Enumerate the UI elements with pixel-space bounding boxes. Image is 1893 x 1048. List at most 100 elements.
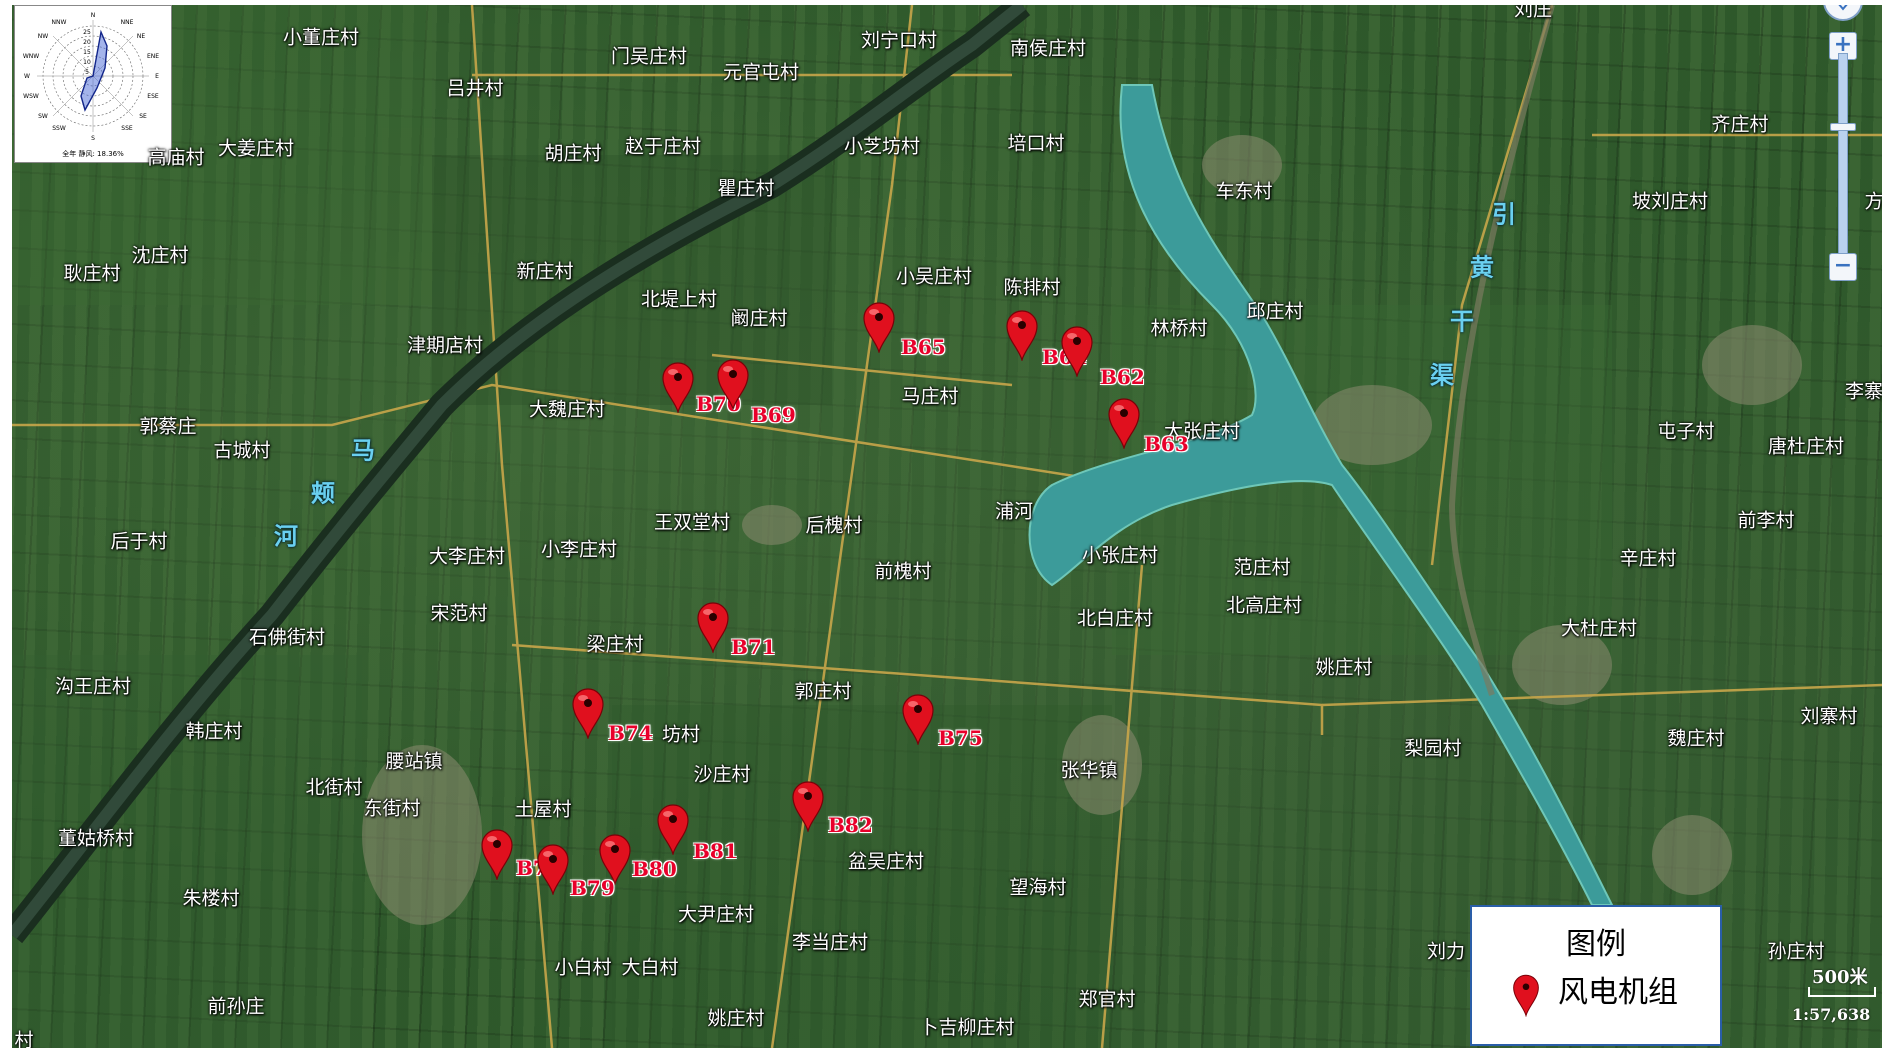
wind-rose-caption: 全年 静风: 18.36% — [62, 150, 124, 158]
place-label: 后于村 — [110, 530, 168, 553]
turbine-label: B75 — [938, 726, 983, 750]
turbine-label: B80 — [632, 857, 677, 881]
place-label: 东街村 — [363, 797, 421, 820]
place-label: 望海村 — [1009, 876, 1067, 899]
place-label: 前槐村 — [874, 560, 932, 583]
place-label: 元官屯村 — [722, 61, 800, 84]
place-label: 李当庄村 — [791, 931, 869, 954]
wind-turbine-marker-icon[interactable] — [1060, 325, 1094, 377]
wind-rose-graphic: N NNE NE ENE E ESE SE SSE S SSW SW WSW W… — [23, 12, 159, 142]
wind-turbine-marker-icon[interactable] — [480, 828, 514, 880]
place-label: 土屋村 — [514, 798, 572, 821]
place-label: 梨园村 — [1404, 737, 1462, 760]
rose-dir-wnw: WNW — [23, 53, 39, 60]
place-label: 大白村 — [621, 956, 679, 979]
rose-dir-ne: NE — [137, 33, 145, 40]
place-label: 小芝坊村 — [843, 135, 921, 158]
place-label: 大魏庄村 — [528, 398, 606, 421]
place-label: 宋范村 — [430, 602, 488, 625]
place-label: 津期店村 — [406, 334, 484, 357]
wind-turbine-marker-icon[interactable] — [1005, 309, 1039, 361]
rose-dir-nne: NNE — [121, 19, 134, 26]
rose-ring-15: 15 — [83, 49, 91, 56]
rose-ring-20: 20 — [83, 39, 91, 46]
place-label: 辛庄村 — [1619, 547, 1677, 570]
turbine-label: B81 — [693, 839, 738, 863]
wind-turbine-marker-icon[interactable] — [862, 301, 896, 353]
zoom-slider-track[interactable] — [1838, 53, 1848, 273]
wind-turbine-marker-icon[interactable] — [1107, 397, 1141, 449]
rose-dir-sw: SW — [38, 113, 48, 120]
turbine-label: B62 — [1100, 365, 1145, 389]
wind-turbine-marker-icon[interactable] — [536, 843, 570, 895]
rose-dir-nw: NW — [38, 33, 48, 40]
place-label: 王双堂村 — [653, 511, 731, 534]
place-label: 唐杜庄村 — [1767, 435, 1845, 458]
place-label: 郭庄村 — [794, 680, 852, 703]
rose-dir-sse: SSE — [121, 125, 133, 132]
place-label: 浦河 — [994, 500, 1034, 523]
rose-ring-5: 5 — [85, 69, 89, 76]
place-label: 齐庄村 — [1711, 113, 1769, 136]
map-scale: 500米 1:57,638 — [1792, 963, 1882, 1033]
place-label: 坡刘庄村 — [1631, 190, 1709, 213]
place-label: 门吴庄村 — [610, 45, 688, 68]
zoom-out-button[interactable]: − — [1829, 253, 1857, 281]
place-label: 朱楼村 — [182, 887, 240, 910]
place-label: 古城村 — [213, 439, 271, 462]
place-label: 前孙庄 — [207, 995, 265, 1018]
place-label: 胡庄村 — [544, 142, 602, 165]
place-label: 董姑桥村 — [57, 827, 135, 850]
wind-turbine-marker-icon[interactable] — [656, 803, 690, 855]
pan-control-icon[interactable] — [1818, 5, 1868, 21]
wind-turbine-marker-icon[interactable] — [716, 358, 750, 410]
rose-dir-ene: ENE — [147, 53, 159, 60]
rose-dir-e: E — [155, 73, 159, 80]
rose-ring-10: 10 — [83, 59, 91, 66]
place-label: 李寨 — [1844, 380, 1882, 403]
zoom-slider-handle[interactable] — [1830, 123, 1856, 131]
canal-label: 河 — [274, 522, 298, 551]
place-label: 马庄村 — [901, 385, 959, 408]
wind-turbine-marker-icon[interactable] — [598, 833, 632, 885]
place-label: 刘庄 — [1513, 5, 1553, 21]
place-label: 高庙村 — [147, 146, 205, 169]
place-label: 南侯庄村 — [1009, 37, 1087, 60]
place-label: 郑官村 — [1078, 988, 1136, 1011]
wind-turbine-marker-icon[interactable] — [791, 780, 825, 832]
place-label: 后槐村 — [805, 514, 863, 537]
place-label: 范庄村 — [1233, 556, 1291, 579]
map-legend: 图例 风电机组 — [1470, 905, 1722, 1046]
zoom-in-button[interactable]: + — [1829, 32, 1857, 60]
place-label: 沟王庄村 — [54, 675, 132, 698]
place-label: 卜吉柳庄村 — [919, 1016, 1015, 1039]
place-label: 瞿庄村 — [717, 177, 775, 200]
place-label: 北高庄村 — [1225, 594, 1303, 617]
scale-distance: 500米 — [1812, 967, 1868, 988]
wind-turbine-marker-icon[interactable] — [661, 361, 695, 413]
scale-ratio: 1:57,638 — [1792, 1005, 1871, 1024]
wind-turbine-marker-icon[interactable] — [571, 687, 605, 739]
legend-title: 图例 — [1566, 927, 1626, 962]
place-label: 孙庄村 — [1767, 940, 1825, 963]
wind-turbine-marker-icon[interactable] — [901, 693, 935, 745]
place-label: 陈排村 — [1003, 276, 1061, 299]
place-label: 北白庄村 — [1076, 607, 1154, 630]
place-label: 张华镇 — [1060, 759, 1118, 782]
rose-dir-wsw: WSW — [23, 93, 39, 100]
place-label: 大尹庄村 — [677, 903, 755, 926]
canal-label: 干 — [1450, 307, 1474, 336]
rose-dir-n: N — [91, 12, 96, 19]
turbine-label: B63 — [1144, 432, 1189, 456]
zoom-control[interactable]: + − — [1818, 5, 1868, 305]
place-label: 屯子村 — [1657, 420, 1715, 443]
satellite-map[interactable]: N NNE NE ENE E ESE SE SSE S SSW SW WSW W… — [12, 5, 1882, 1048]
wind-turbine-marker-icon[interactable] — [696, 601, 730, 653]
place-label: 韩庄村 — [185, 720, 243, 743]
rose-dir-nnw: NNW — [52, 19, 67, 26]
place-label: 大姜庄村 — [217, 137, 295, 160]
place-label: 梁庄村 — [586, 633, 644, 656]
canal-label: 马 — [351, 436, 375, 465]
turbine-label: B79 — [570, 876, 615, 900]
canal-label: 黄 — [1470, 253, 1494, 282]
